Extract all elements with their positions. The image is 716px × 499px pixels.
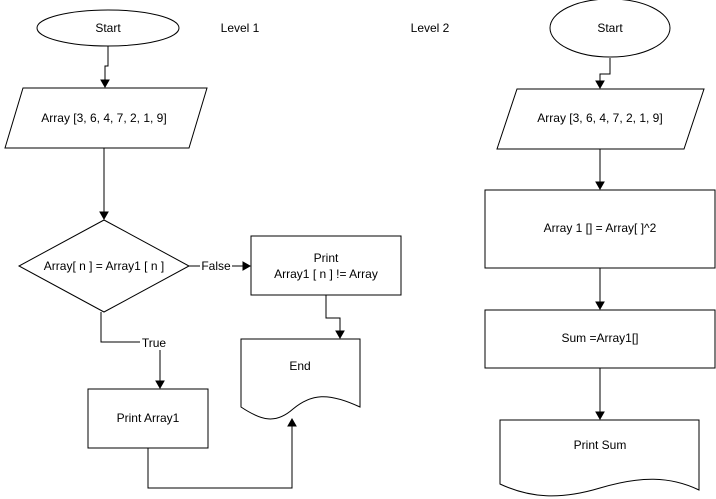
start-node-l1: Start [36,9,180,47]
print-false-line2: Array1 [ n ] != Array [274,267,378,281]
arrowhead-print-true-l1 [155,380,165,390]
sum-label-l2: Sum =Array1[] [561,331,638,345]
input-label-l2: Array [3, 6, 4, 7, 2, 1, 9] [537,111,662,125]
square-node-l2: Array 1 [] = Array[ ]^2 [484,189,716,269]
false-edge-label: False [201,259,231,273]
input-label-l1: Array [3, 6, 4, 7, 2, 1, 9] [41,111,166,125]
input-node-l2: Array [3, 6, 4, 7, 2, 1, 9] [496,88,705,150]
edge-decision-true-l1 [100,312,161,382]
edge-print-false-to-end-l1 [325,295,341,332]
square-label-l2: Array 1 [] = Array[ ]^2 [544,221,657,235]
arrowhead-print-l2 [595,411,605,421]
decision-label-l1: Array[ n ] = Array1 [ n ] [44,259,164,273]
edge-start-to-input-l1 [104,46,109,81]
level1-heading: Level 1 [221,21,260,35]
arrowhead-end-from-print-true-l1 [287,417,297,427]
start-label-l1: Start [95,21,121,35]
end-label-l1: End [289,359,310,373]
print-sum-node-l2: Print Sum [499,419,700,497]
arrowhead-input-l2 [595,80,605,90]
print-true-label-l1: Print Array1 [117,411,180,425]
input-node-l1: Array [3, 6, 4, 7, 2, 1, 9] [4,87,208,149]
end-node-l1: End [240,338,361,420]
print-false-line1: Print [314,251,339,265]
arrowhead-print-false-l1 [242,261,252,271]
print-true-node-l1: Print Array1 [87,388,209,449]
decision-node-l1: Array[ n ] = Array1 [ n ] [17,219,191,313]
arrowhead-end-from-print-l1 [335,330,345,340]
start-node-l2: Start [549,0,671,58]
arrowhead-decision-l1 [99,211,109,221]
edge-print-true-to-end-l1 [147,425,293,489]
arrowhead-sum-l2 [595,301,605,311]
print-false-node-l1: Print Array1 [ n ] != Array [250,235,402,296]
arrowhead-input-l1 [100,79,110,89]
level2-heading: Level 2 [411,21,450,35]
edge-start-to-input-l2 [599,58,611,82]
sum-node-l2: Sum =Array1[] [484,309,716,369]
true-edge-label: True [142,336,167,350]
start-label-l2: Start [597,21,623,35]
print-sum-label-l2: Print Sum [574,438,627,452]
arrowhead-square-l2 [595,181,605,191]
